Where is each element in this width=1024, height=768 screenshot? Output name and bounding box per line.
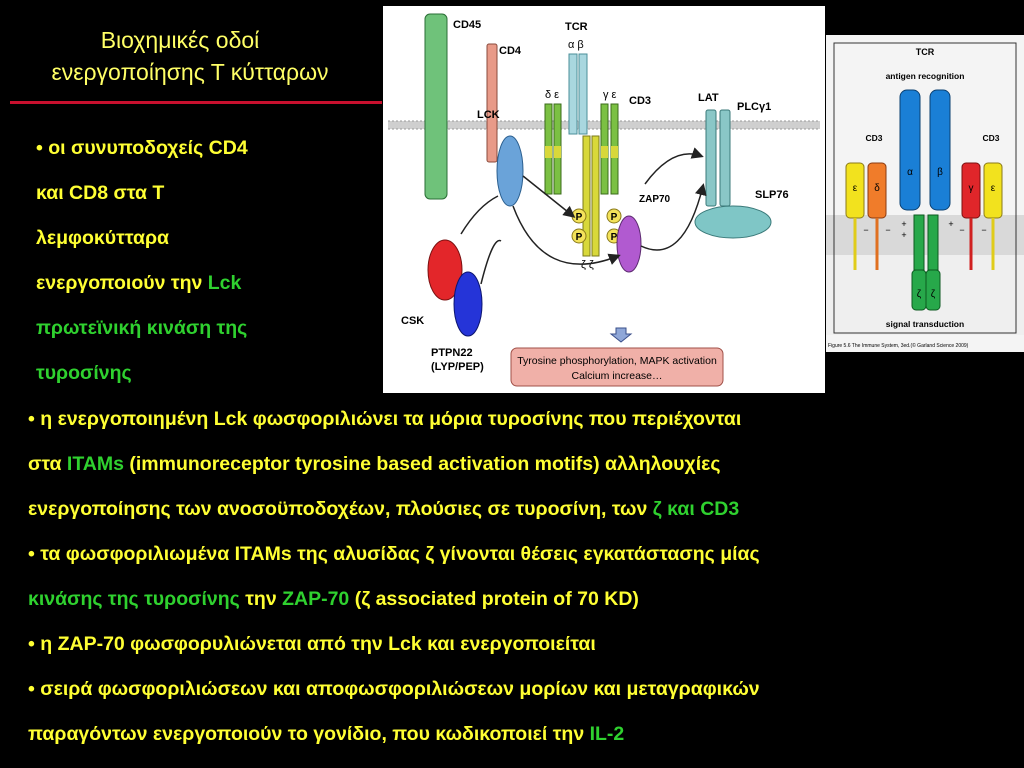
text-span: την: [239, 588, 283, 610]
bottom-line: κινάσης της τυροσίνης την ZAP-70 (ζ asso…: [28, 577, 760, 622]
label-cd45: CD45: [453, 19, 481, 31]
highlight-lck: Lck: [207, 272, 242, 294]
label-alpha: α: [907, 167, 913, 178]
label-plus: +: [901, 230, 906, 240]
bottom-line: παραγόντων ενεργοποιούν το γονίδιο, που …: [28, 712, 760, 757]
highlight-zap70: ZAP-70: [282, 588, 350, 610]
label-zap70: ZAP70: [639, 194, 671, 205]
bottom-line: στα ITAMs (immunoreceptor tyrosine based…: [28, 442, 760, 487]
text-span: ενεργοποίησης των ανοσοϋποδοχέων, πλούσι…: [28, 498, 653, 520]
label-p: P: [576, 212, 583, 223]
label-p: P: [611, 212, 618, 223]
text-span: ενεργοποιούν την: [36, 272, 208, 294]
label-p: P: [576, 232, 583, 243]
label-zeta: ζ: [917, 289, 922, 300]
text-span: (ζ associated protein of 70 KD): [349, 588, 639, 610]
highlight-itams: ITAMs: [66, 453, 124, 475]
result-line-2: Calcium increase…: [571, 370, 662, 382]
label-beta: β: [937, 167, 943, 178]
slide-title-line-1: Βιοχημικές οδοί: [100, 27, 260, 53]
text-span: στα: [28, 453, 67, 475]
label-cd3-left: CD3: [865, 133, 882, 143]
label-tcr: TCR: [565, 21, 588, 33]
slide-title-line-2: ενεργοποίησης Τ κύτταρων: [51, 59, 329, 85]
label-cd3: CD3: [629, 95, 651, 107]
label-delta-epsilon: δ ε: [545, 89, 559, 101]
label-zeta: ζ: [931, 289, 936, 300]
label-plus: +: [901, 219, 906, 229]
bottom-line: • η ZAP-70 φωσφορυλιώνεται από την Lck κ…: [28, 633, 596, 655]
label-csk: CSK: [401, 315, 424, 327]
highlight-zeta: ζ: [652, 498, 662, 520]
label-lat: LAT: [698, 92, 719, 104]
label-cd3-right: CD3: [982, 133, 999, 143]
bottom-line: • σειρά φωσφοριλιώσεων και αποφωσφοριλιώ…: [28, 678, 760, 700]
text-span: παραγόντων ενεργοποιούν το γονίδιο, που …: [28, 723, 590, 745]
title-divider: [10, 101, 382, 104]
label-zeta-zeta: ζ ζ: [581, 259, 594, 271]
left-line: και CD8 στα Τ: [36, 182, 165, 204]
left-line: λεμφοκύτταρα: [36, 227, 170, 249]
highlight-and: και: [661, 498, 701, 520]
label-minus: −: [863, 225, 868, 235]
bottom-bullets: • η ενεργοποιημένη Lck φωσφοριλιώνει τα …: [28, 397, 760, 757]
label-lck: LCK: [477, 109, 500, 121]
label-lyp: (LYP/PEP): [431, 361, 484, 373]
label-tcr: TCR: [916, 47, 935, 57]
label-gamma: γ: [969, 183, 974, 194]
label-slp76: SLP76: [755, 189, 789, 201]
label-p: P: [611, 232, 618, 243]
left-line: • οι συνυποδοχείς CD4: [36, 137, 248, 159]
result-line-1: Tyrosine phosphorylation, MAPK activatio…: [517, 355, 717, 367]
figure-caption: Figure 5.6 The Immune System, 3ed.(© Gar…: [828, 342, 969, 349]
bottom-line: • τα φωσφοριλιωμένα ITAMs της αλυσίδας ζ…: [28, 543, 760, 565]
label-minus: −: [885, 225, 890, 235]
highlight-kinase: κινάσης της τυροσίνης: [28, 588, 240, 610]
label-plc: PLCγ1: [737, 101, 771, 113]
label-cd4: CD4: [499, 45, 522, 57]
label-minus: −: [981, 225, 986, 235]
label-delta: δ: [874, 183, 880, 194]
bottom-line: • η ενεργοποιημένη Lck φωσφοριλιώνει τα …: [28, 408, 742, 430]
left-line: τυροσίνης: [36, 362, 132, 384]
highlight-il2: IL-2: [589, 723, 625, 745]
label-alpha-beta: α β: [568, 39, 584, 51]
tcr-signaling-diagram: CD45 CD4 LCK TCR α β δ ε γ ε CD3 ζ ζ P P…: [383, 6, 825, 393]
left-bullet: • οι συνυποδοχείς CD4 και CD8 στα Τ λεμφ…: [36, 126, 248, 396]
label-ptpn22: PTPN22: [431, 347, 473, 359]
left-line: ενεργοποιούν την Lck: [36, 261, 248, 306]
label-minus: −: [959, 225, 964, 235]
label-plus: +: [948, 219, 953, 229]
label-epsilon: ε: [991, 183, 996, 194]
highlight-cd3: CD3: [700, 498, 740, 520]
label-signal-transduction: signal transduction: [886, 319, 964, 329]
text-span: (immunoreceptor tyrosine based activatio…: [123, 453, 721, 475]
label-antigen-recognition: antigen recognition: [886, 71, 965, 81]
tcr-complex-diagram: TCR antigen recognition CD3 CD3 α β ε δ …: [826, 35, 1024, 352]
left-line: πρωτεϊνική κινάση της: [36, 317, 248, 339]
label-gamma-epsilon: γ ε: [603, 89, 617, 101]
bottom-line: ενεργοποίησης των ανοσοϋποδοχέων, πλούσι…: [28, 487, 760, 532]
label-epsilon: ε: [853, 183, 858, 194]
